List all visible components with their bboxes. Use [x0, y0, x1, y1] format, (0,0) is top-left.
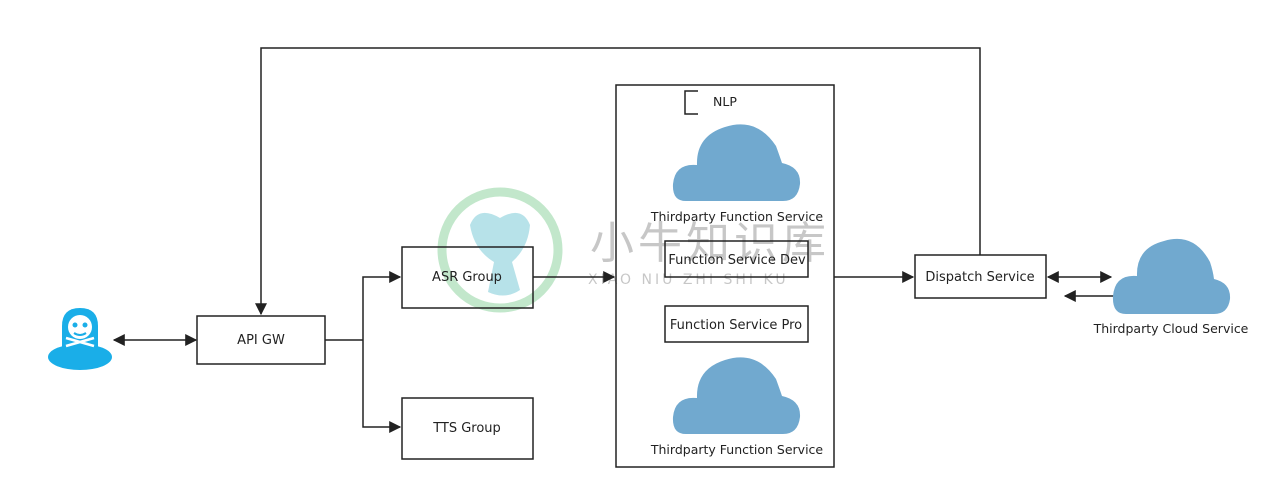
robot-ufo-icon — [48, 308, 112, 370]
dispatch-service-label: Dispatch Service — [925, 270, 1034, 285]
asr-group-label: ASR Group — [432, 270, 502, 285]
tts-group-node: TTS Group — [401, 397, 534, 460]
cloud-icon — [672, 124, 801, 201]
api-gw-node: API GW — [196, 315, 326, 365]
api-gw-label: API GW — [237, 333, 285, 348]
edge-dispatch-api-gw — [255, 47, 981, 316]
cloud-icon — [672, 357, 801, 434]
cloud-icon — [1112, 238, 1231, 314]
nlp-bracket-icon — [684, 90, 698, 115]
thirdparty-function-service-bottom-label: Thirdparty Function Service — [650, 442, 824, 457]
function-service-pro-node: Function Service Pro — [664, 305, 809, 343]
dispatch-service-node: Dispatch Service — [914, 254, 1047, 299]
watermark-head-icon — [470, 212, 530, 296]
nlp-container: NLP Thirdparty Function Service Function… — [615, 84, 835, 468]
thirdparty-cloud-service-label: Thirdparty Cloud Service — [1093, 321, 1249, 336]
function-service-dev-node: Function Service Dev — [664, 240, 809, 278]
function-service-dev-label: Function Service Dev — [668, 253, 806, 268]
function-service-pro-label: Function Service Pro — [670, 318, 802, 333]
edge-api-gw-asr — [362, 271, 402, 340]
watermark-title: 小牛知识库 — [590, 218, 830, 269]
thirdparty-cloud-service-node: Thirdparty Cloud Service — [1093, 238, 1249, 336]
watermark-subtitle: XIAO NIU ZHI SHI KU — [588, 272, 789, 288]
thirdparty-function-service-top-label: Thirdparty Function Service — [650, 209, 824, 224]
edge-api-gw-tts — [362, 340, 402, 433]
nlp-label: NLP — [713, 94, 737, 109]
tts-group-label: TTS Group — [432, 421, 501, 436]
